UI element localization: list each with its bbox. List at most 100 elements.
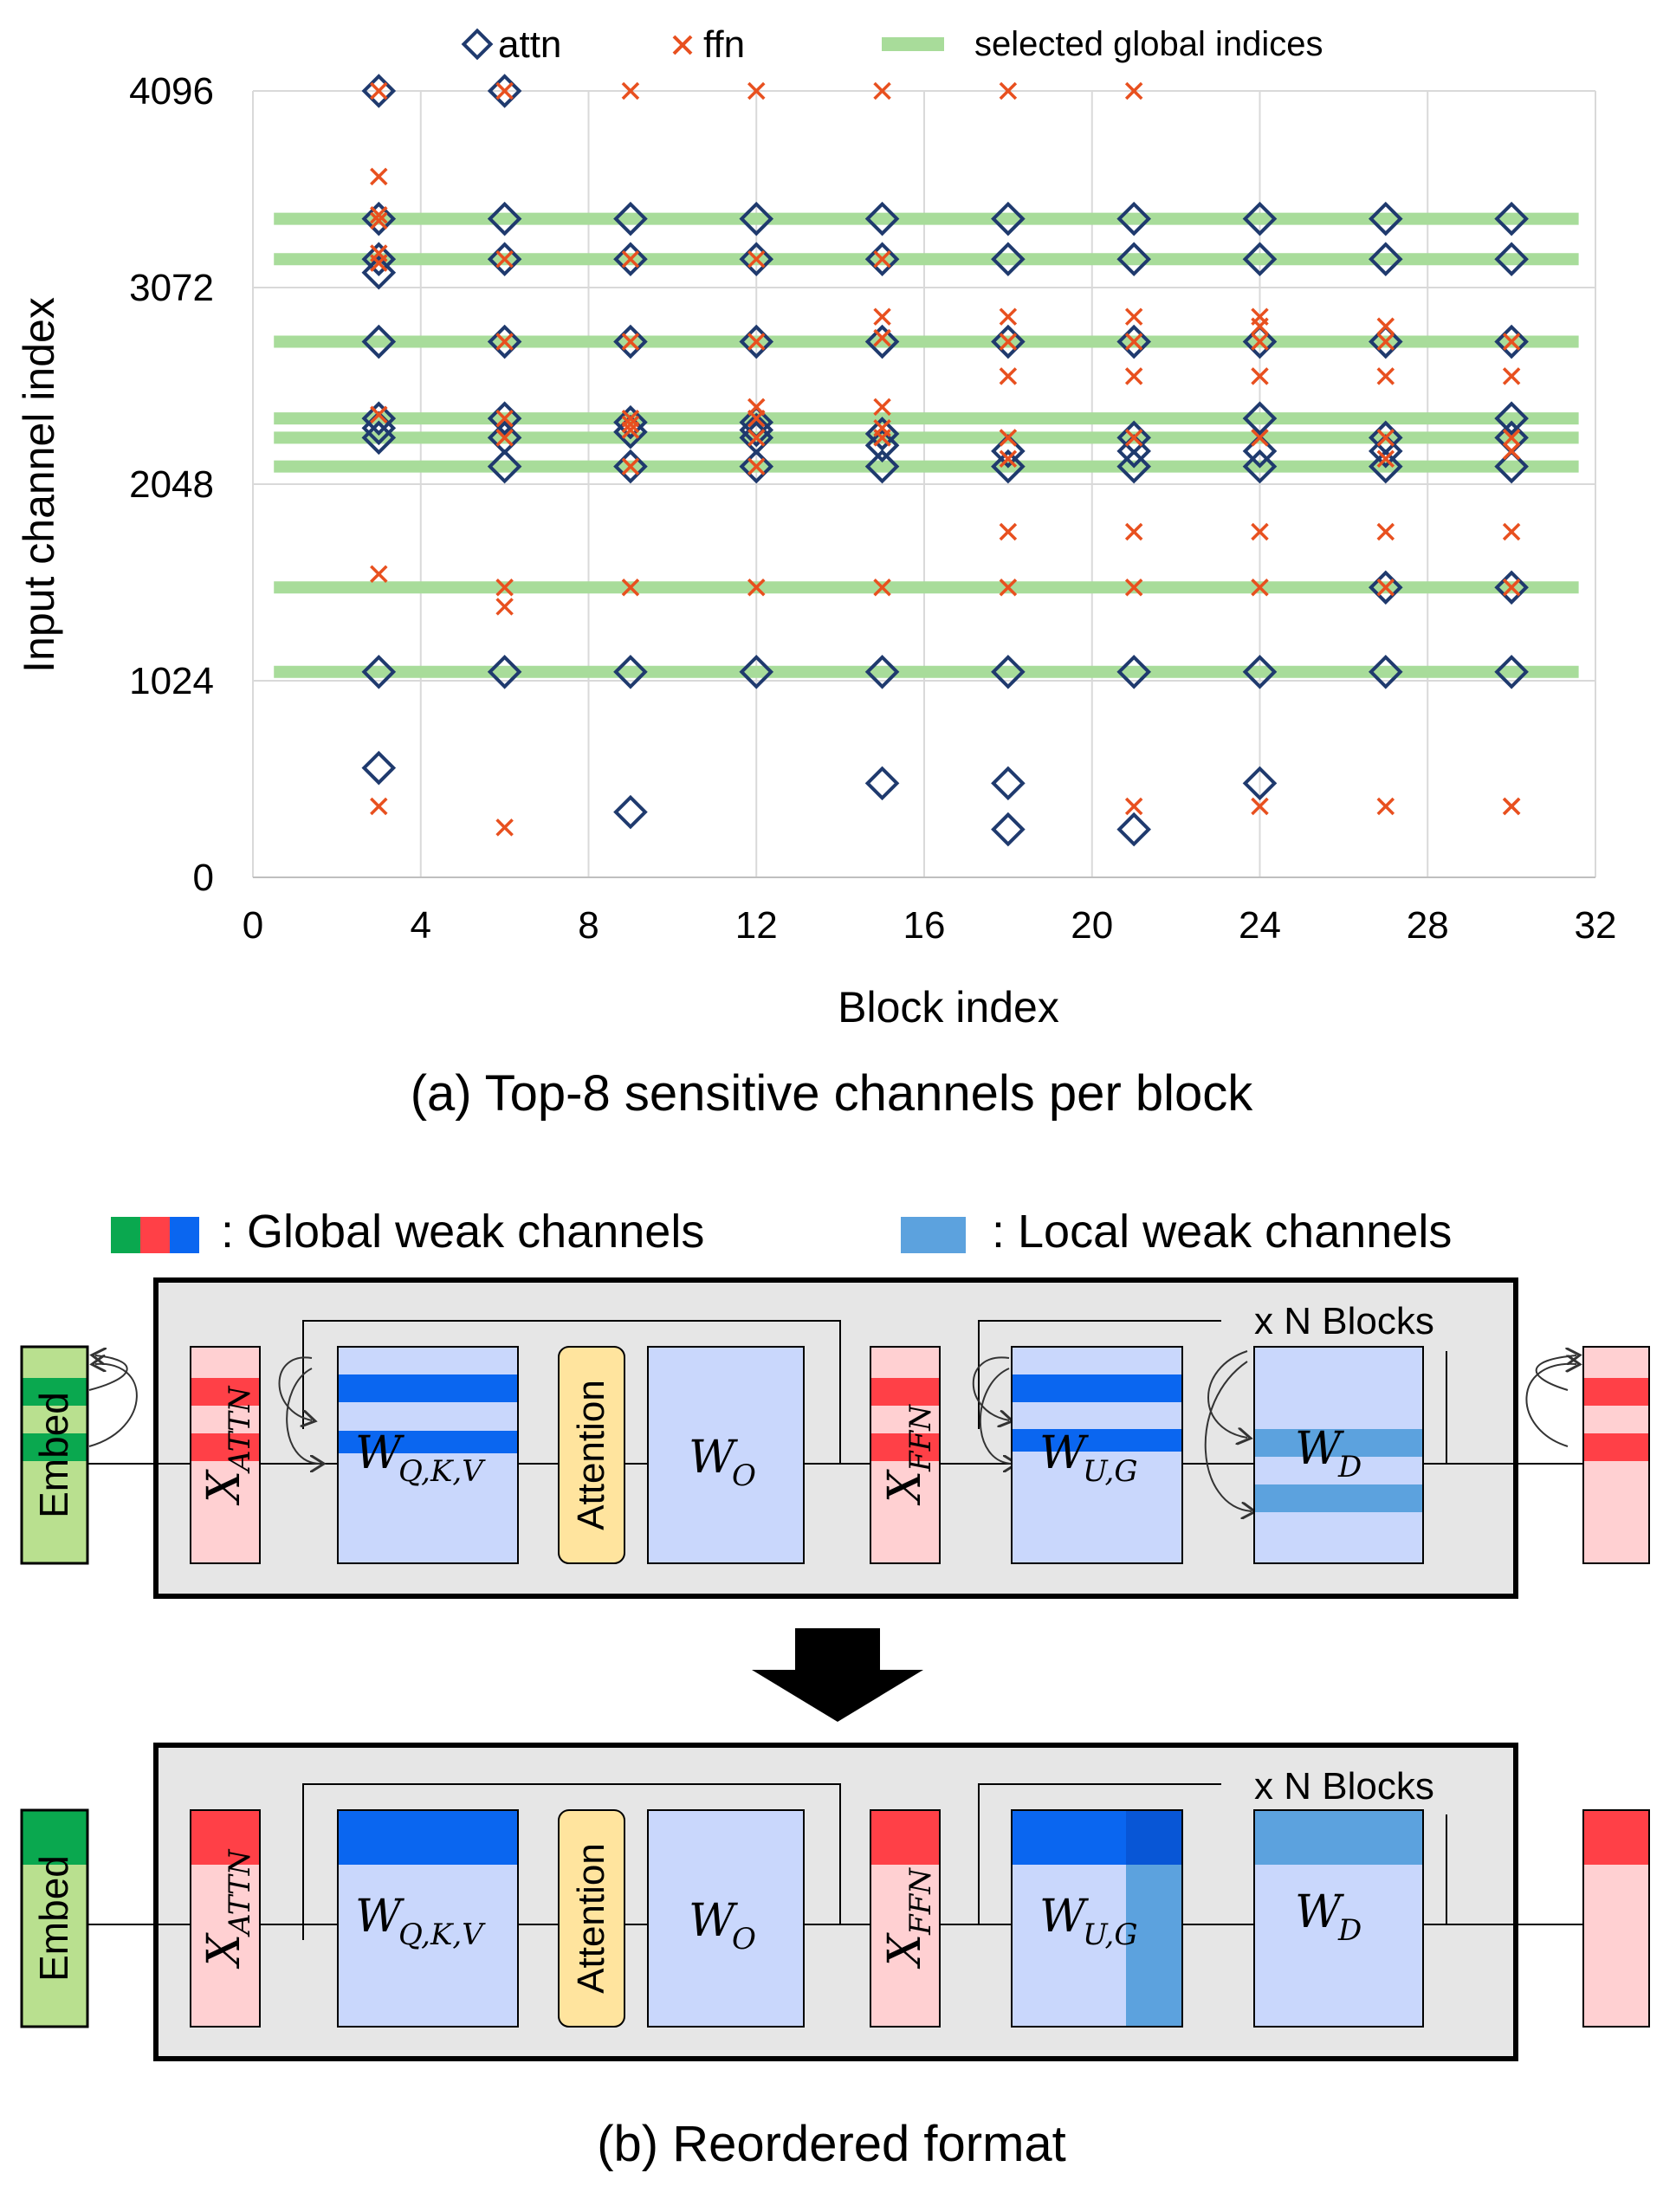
ffn-point [999, 450, 1018, 468]
attn-point [487, 655, 522, 689]
ffn-point [621, 415, 640, 434]
chart-grid [252, 90, 1596, 878]
w-qkv-block: W Q,K,V [337, 1346, 519, 1564]
ffn-point [1124, 429, 1143, 447]
ffn-point [747, 333, 766, 351]
attn-point [991, 812, 1026, 847]
n-blocks-label: x N Blocks [1254, 1300, 1434, 1342]
chart-legend: attn ffn selected global indices [461, 23, 1323, 66]
ffn-point [873, 328, 891, 347]
attention-label-reordered: Attention [570, 1843, 612, 1994]
ffn-point [873, 307, 891, 326]
x-tick-label: 16 [903, 904, 946, 947]
ffn-point [370, 167, 388, 186]
attn-point [613, 794, 648, 830]
x-tick-label: 0 [243, 904, 263, 947]
ffn-point [370, 81, 388, 100]
ffn-point [873, 249, 891, 268]
ffn-point [747, 457, 766, 475]
attn-point [1494, 242, 1529, 276]
ffn-point [621, 333, 640, 351]
ffn-point [1251, 429, 1269, 447]
w-d-sub: D [1337, 1450, 1362, 1484]
legend-global-weak-label: : Global weak channels [221, 1206, 704, 1258]
ffn-point [1376, 367, 1395, 385]
attn-point [613, 201, 648, 236]
ffn-point [1502, 579, 1521, 597]
ffn-point [999, 579, 1018, 597]
ffn-point [1376, 317, 1395, 336]
diagram-legend: : Global weak channels : Local weak chan… [111, 1206, 1452, 1258]
x-ffn-label: X [879, 1469, 931, 1506]
ffn-point [1502, 797, 1521, 816]
y-tick-label: 2048 [129, 463, 214, 506]
attn-point [739, 201, 774, 236]
chart-caption: (a) Top-8 sensitive channels per block [411, 1065, 1254, 1122]
w-qkv-label: W [355, 1427, 404, 1479]
attention-label: Attention [570, 1380, 612, 1530]
attn-point [991, 201, 1026, 236]
attn-point [739, 412, 774, 448]
legend-global-label: selected global indices [974, 25, 1323, 63]
ffn-point [1376, 579, 1395, 597]
ffn-point [1251, 579, 1269, 597]
output-block-reordered [1582, 1809, 1650, 2028]
output-block [1582, 1346, 1650, 1564]
x-axis-label: Block index [838, 983, 1059, 1032]
ffn-point [873, 81, 891, 100]
x-tick-label: 32 [1575, 904, 1617, 947]
embed-label: Embed [31, 1392, 76, 1518]
attn-point [1242, 401, 1278, 436]
w-ug-swap-arrows [1204, 1350, 1252, 1511]
w-o-sub: O [732, 1458, 756, 1493]
ffn-point [1376, 797, 1395, 816]
attn-point [1494, 201, 1529, 236]
attn-point [864, 428, 900, 463]
attn-point [864, 417, 900, 451]
attn-point [1116, 655, 1151, 689]
ffn-point [873, 579, 891, 597]
n-blocks-label-reordered: x N Blocks [1254, 1765, 1434, 1808]
ffn-point [1502, 429, 1521, 447]
y-tick-label: 3072 [129, 267, 214, 309]
ffn-point [621, 457, 640, 475]
legend-attn-label: attn [498, 23, 561, 66]
ffn-point [747, 409, 766, 428]
attn-point [1369, 201, 1403, 236]
ffn-point [747, 429, 766, 447]
ffn-point [1376, 429, 1395, 447]
w-qkv-sub: Q,K,V [398, 1454, 486, 1489]
y-tick-label: 0 [193, 857, 214, 899]
attn-point [1494, 401, 1529, 436]
attn-point [1116, 449, 1151, 484]
attn-point [1242, 201, 1278, 236]
attn-point [864, 201, 900, 236]
y-tick-label: 4096 [129, 70, 214, 113]
ffn-point [1376, 522, 1395, 541]
x-tick-label: 20 [1071, 904, 1113, 947]
ffn-point [1502, 367, 1521, 385]
x-attn-sub: ATTN [223, 1385, 257, 1474]
x-attn-sub-reordered: ATTN [223, 1848, 257, 1937]
w-qkv-block-reordered: W Q,K,V [337, 1809, 519, 2028]
ffn-point [1502, 522, 1521, 541]
x-attn-label: X [198, 1469, 250, 1506]
attn-point [739, 655, 774, 689]
legend-ffn-marker [672, 35, 693, 55]
ffn-point [1124, 333, 1143, 351]
x-tick-label: 24 [1239, 904, 1281, 947]
w-d-block-reordered: W D [1253, 1809, 1424, 2028]
ffn-point [495, 429, 514, 447]
transform-arrow [752, 1628, 923, 1722]
ffn-point [999, 333, 1018, 351]
attn-point [1116, 242, 1151, 276]
ffn-point [370, 211, 388, 230]
x-ffn-block-reordered: X FFN [870, 1809, 941, 2028]
x-ffn-label-reordered: X [879, 1932, 931, 1969]
attn-point [1369, 449, 1403, 484]
ffn-point [873, 398, 891, 417]
w-ug-sub: U,G [1083, 1454, 1138, 1489]
